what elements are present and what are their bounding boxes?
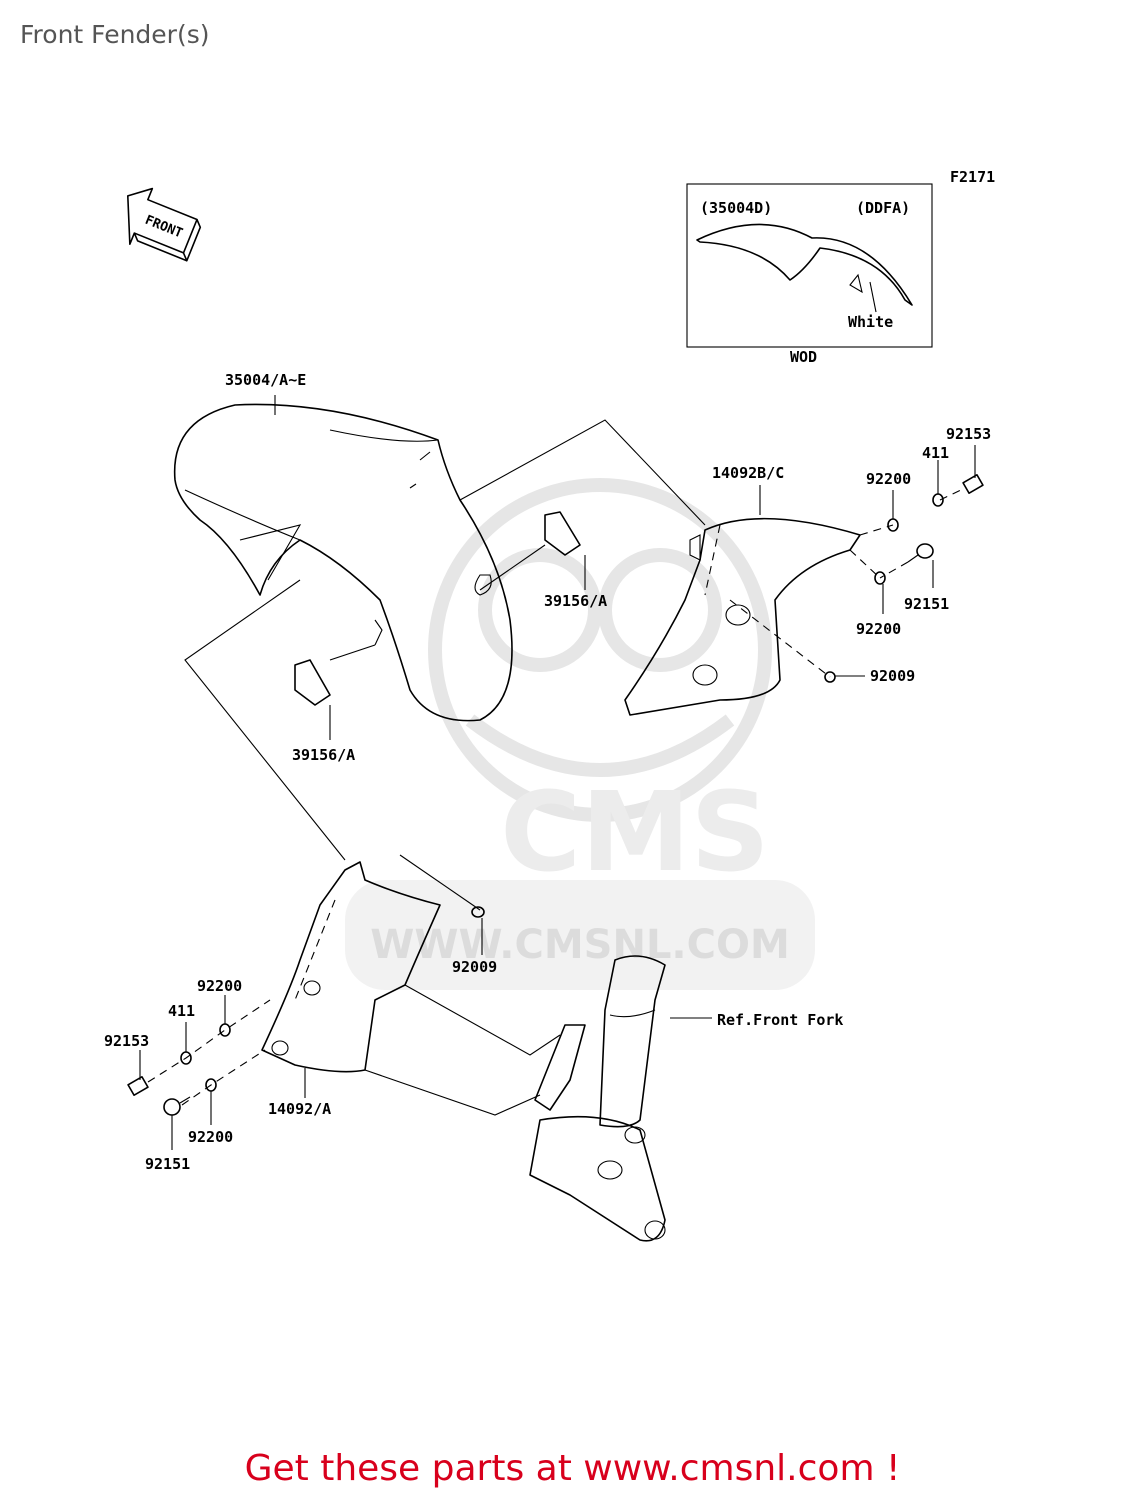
label-washer-92200-right-bottom: 92200 [856,620,901,638]
washer-411-right-icon [932,493,944,507]
bolt-92151-left-icon [163,1096,191,1116]
label-cover-left: 14092/A [268,1100,331,1118]
screw-92009-right-icon [824,671,836,683]
pad-left-part [294,659,331,706]
page-title: Front Fender(s) [20,20,210,49]
label-bolt-92151-left: 92151 [145,1155,190,1173]
inset-part-code: (35004D) [700,199,772,217]
bolt-92151-right-icon [907,543,934,563]
label-washer-411-right: 411 [922,444,949,462]
label-screw-92009-left: 92009 [452,958,497,976]
front-arrow-label: FRONT [143,213,185,242]
inset-model-code: WOD [790,348,817,366]
inset-color-name: White [848,313,893,331]
label-bolt-92153-right: 92153 [946,425,991,443]
watermark-url: WWW.CMSNL.COM [370,922,790,968]
label-front-fork-ref: Ref.Front Fork [717,1011,843,1029]
bolt-92153-left-icon [127,1076,149,1096]
inset-fender-shape [696,223,913,306]
label-bolt-92151-right: 92151 [904,595,949,613]
label-cover-right: 14092B/C [712,464,784,482]
label-washer-92200-right-top: 92200 [866,470,911,488]
front-arrow-icon: FRONT [126,187,202,262]
fender-cover-left-part [261,861,441,1073]
ref-code: F2171 [950,168,995,186]
front-fork-part [529,955,666,1242]
washer-92200-right-bottom-icon [874,571,886,585]
leader-lines [139,395,976,1150]
washer-92200-left-top-icon [219,1023,231,1037]
label-screw-92009-right: 92009 [870,667,915,685]
label-fender: 35004/A~E [225,371,306,389]
label-bolt-92153-left: 92153 [104,1032,149,1050]
front-fender-part [173,403,513,722]
footer-cta[interactable]: Get these parts at www.cmsnl.com ! [244,1448,901,1489]
pad-right-part [544,511,581,556]
color-variant-inset: (35004D) (DDFA) White WOD [686,183,933,366]
label-pad-left: 39156/A [292,746,355,764]
fender-cover-right-part [624,517,861,716]
label-pad-right: 39156/A [544,592,607,610]
label-washer-411-left: 411 [168,1002,195,1020]
cms-watermark: CMS WWW.CMSNL.COM [345,478,815,990]
label-washer-92200-left-top: 92200 [197,977,242,995]
label-washer-92200-left-bottom: 92200 [188,1128,233,1146]
inset-color-code: (DDFA) [856,199,910,217]
screw-92009-left-icon [471,906,485,918]
watermark-brand: CMS [500,768,769,896]
bolt-92153-right-icon [962,474,984,494]
